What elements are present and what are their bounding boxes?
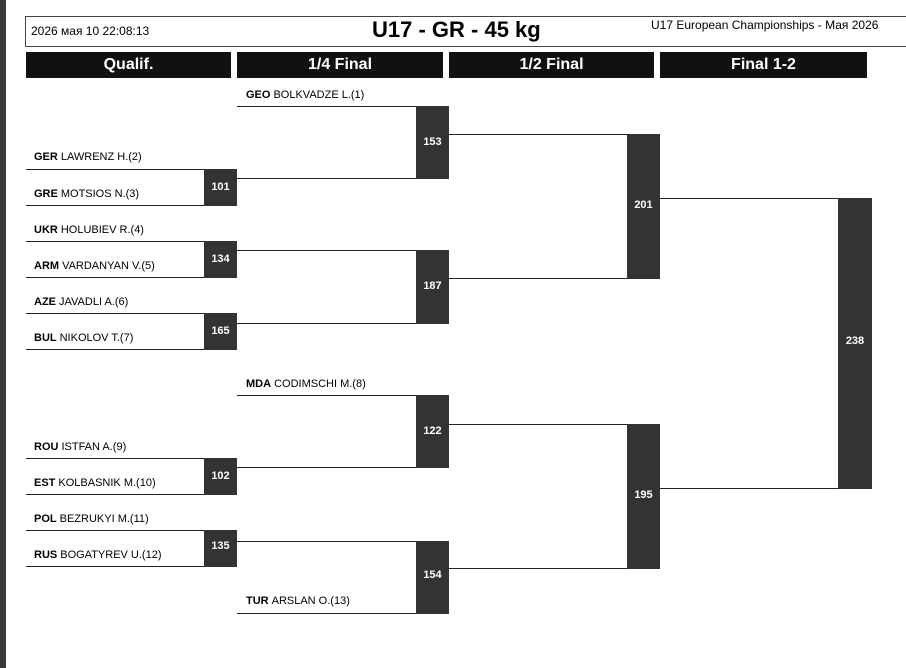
bracket-line bbox=[26, 241, 204, 242]
header-box bbox=[25, 16, 906, 47]
bracket-line bbox=[237, 323, 417, 324]
bracket-line bbox=[449, 568, 627, 569]
bracket-line bbox=[237, 178, 417, 179]
bout-201: 201 bbox=[627, 134, 660, 279]
bracket-line bbox=[237, 106, 417, 107]
bracket-line bbox=[26, 313, 204, 314]
bracket-line bbox=[449, 278, 627, 279]
bracket-line bbox=[449, 134, 627, 135]
bracket-line bbox=[26, 494, 204, 495]
bracket-line bbox=[26, 169, 204, 170]
bracket-line bbox=[26, 566, 204, 567]
bout-101: 101 bbox=[204, 169, 237, 206]
bout-195: 195 bbox=[627, 424, 660, 569]
bout-122: 122 bbox=[416, 395, 449, 468]
bracket-line bbox=[237, 541, 417, 542]
round-quarterfinal: 1/4 Final bbox=[237, 52, 443, 78]
round-final: Final 1-2 bbox=[660, 52, 867, 78]
bracket-title: U17 - GR - 45 kg bbox=[372, 17, 541, 42]
event-name: U17 European Championships - Мая 2026 bbox=[651, 18, 879, 32]
round-qualif: Qualif. bbox=[26, 52, 231, 78]
bout-102: 102 bbox=[204, 458, 237, 495]
bout-154: 154 bbox=[416, 541, 449, 614]
bout-187: 187 bbox=[416, 250, 449, 324]
bracket-line bbox=[26, 530, 204, 531]
bracket-line bbox=[237, 250, 417, 251]
bout-134: 134 bbox=[204, 241, 237, 278]
bracket-line bbox=[26, 458, 204, 459]
bracket-line bbox=[26, 277, 204, 278]
bout-135: 135 bbox=[204, 530, 237, 567]
bracket-line bbox=[660, 198, 839, 199]
bout-165: 165 bbox=[204, 313, 237, 350]
bracket-line bbox=[660, 488, 839, 489]
bracket-line bbox=[237, 613, 417, 614]
round-semifinal: 1/2 Final bbox=[449, 52, 654, 78]
bracket-line bbox=[237, 467, 417, 468]
bout-153: 153 bbox=[416, 106, 449, 179]
bracket-line bbox=[26, 349, 204, 350]
header-datetime: 2026 мая 10 22:08:13 bbox=[31, 24, 150, 38]
bout-238: 238 bbox=[838, 198, 872, 489]
bracket-line bbox=[449, 424, 627, 425]
bracket-line bbox=[26, 205, 204, 206]
window-edge bbox=[0, 0, 6, 668]
bracket-line bbox=[237, 395, 417, 396]
